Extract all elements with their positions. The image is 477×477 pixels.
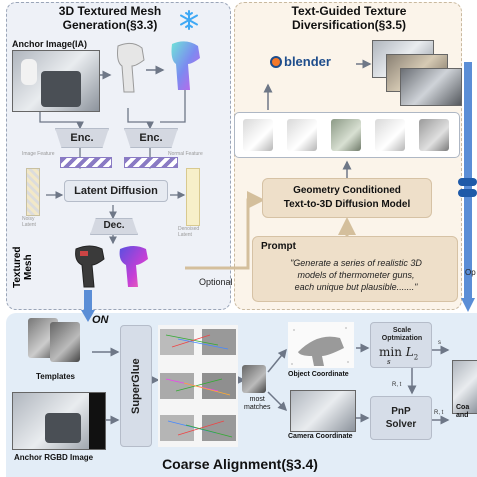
- most-matches-label: most matches: [244, 396, 270, 412]
- coarse-right-line-2: and: [456, 412, 469, 419]
- mesh-thumb-5: [419, 119, 449, 151]
- right-title-line-1: Text-Guided Texture: [291, 4, 407, 18]
- model-line-2: Text-to-3D Diffusion Model: [283, 199, 411, 210]
- prompt-line-3: each unique but plausible.......": [294, 282, 418, 292]
- toggle-icon: [458, 176, 477, 198]
- scale-opt-line-2: Optmization: [381, 335, 423, 342]
- title-line-2: Generation(§3.3): [62, 18, 158, 32]
- gun-textured-colored: [119, 246, 148, 287]
- mesh-thumb-3: [331, 119, 361, 151]
- bottle-shape: [21, 59, 37, 85]
- loss-formula: min L2 s: [379, 345, 419, 366]
- normal-feature-label: Normal Feature: [168, 151, 203, 157]
- pnp-line-1: PnP: [391, 406, 411, 417]
- coarse-result-photo: [452, 360, 477, 414]
- scale-opt-line-1: Scale: [392, 327, 412, 334]
- prompt-box: Prompt "Generate a series of realistic 3…: [252, 236, 458, 302]
- gun-render-white: [117, 42, 145, 93]
- superglue-box: SuperGlue: [120, 325, 152, 447]
- image-feature-bar: [60, 157, 112, 168]
- decoder: Dec.: [90, 218, 138, 235]
- match-lines: [160, 329, 236, 441]
- denoised-latent-label: Denoised Latent: [178, 226, 199, 238]
- prompt-line-2: models of thermometer guns,: [297, 270, 415, 280]
- most-matches-line-1: most: [249, 396, 265, 403]
- loss-sub: 2: [413, 353, 419, 362]
- render-photo-3: [400, 68, 462, 106]
- on-label: ON: [92, 314, 109, 326]
- blender-text: blender: [284, 54, 331, 69]
- loss-text: L: [405, 345, 414, 359]
- pnp-line-2: Solver: [385, 419, 417, 430]
- coarse-right-line-1: Coa: [456, 404, 470, 411]
- s-label: s: [438, 340, 441, 346]
- diffusion-model-box: Geometry Conditioned Text-to-3D Diffusio…: [262, 178, 432, 218]
- object-pointcloud: [291, 327, 349, 366]
- mesh-thumb-2: [287, 119, 317, 151]
- matches-visualization: [158, 325, 238, 447]
- most-matches-line-2: matches: [244, 404, 271, 411]
- noisy-latent-label: Noisy Latent: [22, 216, 36, 228]
- camera-coordinate-label: Camera Coordinate: [288, 433, 353, 440]
- calculator-shape: [41, 71, 81, 107]
- mesh-generation-title: 3D Textured Mesh Generation(§3.3): [6, 4, 214, 32]
- prompt-text: "Generate a series of realistic 3D model…: [257, 257, 455, 293]
- generated-mesh-row: [234, 112, 460, 158]
- mesh-thumb-4: [375, 119, 405, 151]
- denoised-line-2: Latent: [178, 232, 192, 238]
- anchor-rgbd-label: Anchor RGBD Image: [14, 453, 94, 462]
- title-line-1: 3D Textured Mesh: [58, 4, 162, 18]
- min-text: min: [379, 345, 402, 359]
- rt-label-2: R, t: [434, 410, 444, 416]
- denoised-latent-bar: [186, 168, 200, 226]
- anchor-image-label: Anchor Image(IA): [12, 39, 88, 49]
- right-title-line-2: Diversification(§3.5): [291, 18, 407, 32]
- best-template-thumb: [242, 365, 266, 393]
- templates-image: [28, 318, 92, 362]
- snowflake-icon: [180, 10, 198, 30]
- image-encoder: Enc.: [55, 128, 109, 148]
- denoised-line-1: Denoised: [178, 226, 200, 232]
- mesh-thumb-1: [243, 119, 273, 151]
- optional-label: Optional: [199, 277, 233, 287]
- blender-icon: [270, 56, 282, 68]
- gun-textured-black: [75, 245, 105, 288]
- superglue-label: SuperGlue: [130, 358, 142, 414]
- normal-feature-bar: [124, 157, 178, 168]
- model-line-1: Geometry Conditioned: [293, 185, 401, 196]
- normal-encoder: Enc.: [124, 128, 178, 148]
- coarse-result-label: Coa and: [456, 404, 469, 420]
- object-coordinate-plot: [288, 322, 354, 368]
- noisy-line-2: Latent: [22, 222, 36, 228]
- anchor-image-photo: [12, 50, 100, 112]
- latent-diffusion-box: Latent Diffusion: [64, 180, 168, 202]
- scale-optimization-box: Scale Optmization min L2 s: [370, 322, 432, 368]
- prompt-title: Prompt: [261, 241, 296, 252]
- camera-coordinate-photo: [290, 390, 356, 432]
- rt-label-1: R, t: [392, 382, 402, 388]
- prompt-line-1: "Generate a series of realistic 3D: [290, 258, 422, 268]
- pnp-solver-box: PnP Solver: [370, 396, 432, 440]
- scale-opt-title: Scale Optmization: [371, 327, 433, 343]
- anchor-rgbd-photo: [12, 392, 106, 450]
- min-sub: s: [387, 358, 391, 366]
- rendered-photos-stack: [372, 40, 462, 106]
- templates-label: Templates: [36, 372, 75, 381]
- textured-mesh-label: Textured Mesh: [12, 246, 34, 288]
- texture-diversification-title: Text-Guided Texture Diversification(§3.5…: [238, 4, 460, 32]
- gun-normal-map: [171, 41, 200, 90]
- on-label-text: ON: [92, 314, 109, 326]
- optional-right-label: Op: [465, 268, 476, 277]
- coarse-alignment-title: Coarse Alignment(§3.4): [162, 456, 318, 472]
- object-coordinate-label: Object Coordinate: [288, 371, 349, 378]
- image-feature-label: Image Feature: [22, 151, 55, 157]
- noisy-latent-bar: [26, 168, 40, 216]
- noisy-line-1: Noisy: [22, 216, 35, 222]
